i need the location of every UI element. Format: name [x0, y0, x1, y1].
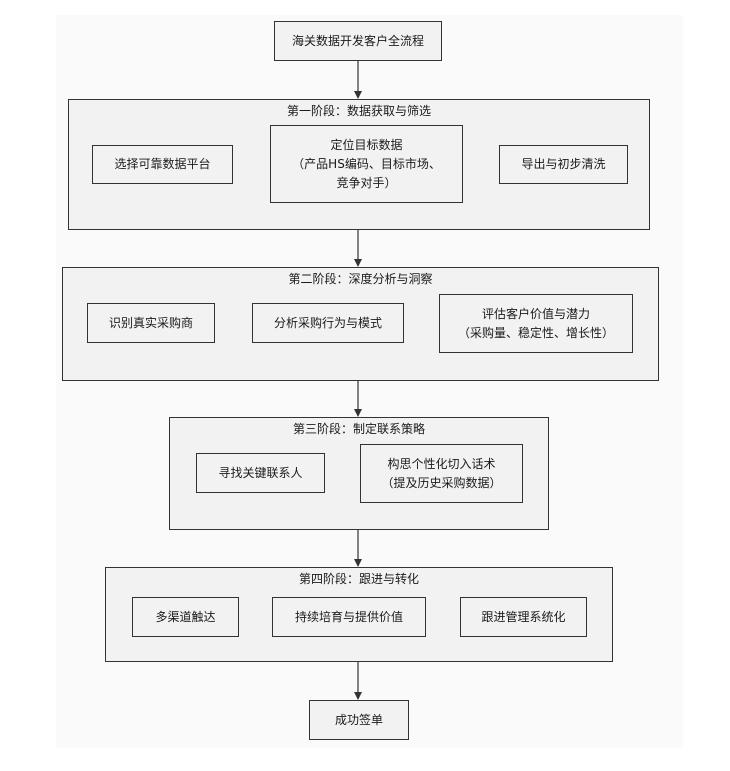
- stage-4-step-3: 跟进管理系统化: [460, 597, 587, 637]
- stage-2-title: 第二阶段：深度分析与洞察: [288, 272, 433, 286]
- stage-2-step-3: 评估客户价值与潜力 （采购量、稳定性、增长性）: [439, 294, 633, 353]
- stage-4-step-1: 多渠道触达: [132, 597, 239, 637]
- stage-3-title: 第三阶段：制定联系策略: [292, 422, 425, 436]
- start-node-label: 海关数据开发客户全流程: [291, 33, 424, 48]
- stage-3-step-1: 寻找关键联系人: [196, 453, 325, 493]
- stage-2-step-2: 分析采购行为与模式: [252, 303, 404, 343]
- end-node-label: 成功签单: [334, 712, 383, 727]
- stage-1-step-3: 导出与初步清洗: [499, 145, 628, 184]
- start-node: 海关数据开发客户全流程: [274, 21, 442, 61]
- stage-4-step-2: 持续培育与提供价值: [272, 597, 426, 637]
- end-node: 成功签单: [309, 700, 409, 740]
- stage-1-step-1: 选择可靠数据平台: [92, 145, 233, 184]
- stage-3-step-2: 构思个性化切入话术 （提及历史采购数据）: [360, 444, 523, 503]
- stage-1-step-2: 定位目标数据 （产品HS编码、目标市场、 竞争对手）: [270, 125, 463, 203]
- stage-1-title: 第一阶段：数据获取与筛选: [286, 104, 431, 118]
- stage-2-step-1: 识别真实采购商: [87, 303, 215, 343]
- stage-4-title: 第四阶段：跟进与转化: [298, 572, 419, 586]
